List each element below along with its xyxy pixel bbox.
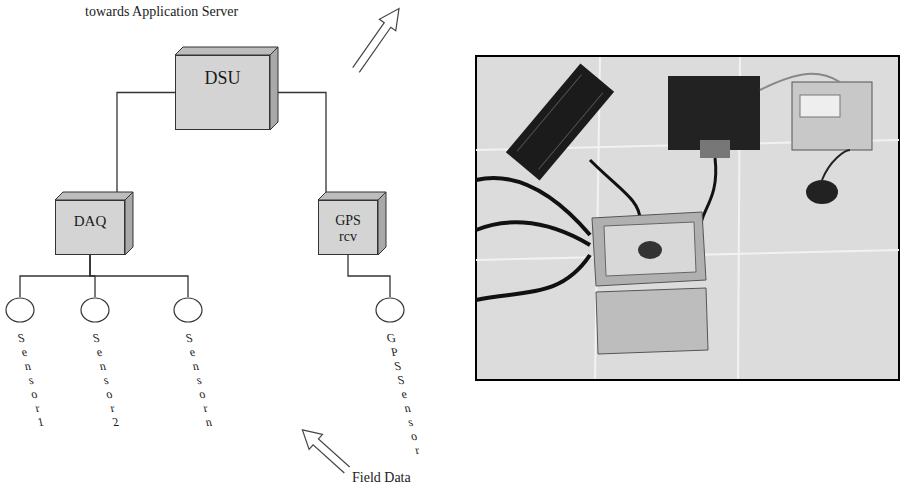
connector-line (117, 93, 175, 193)
connector-line (348, 255, 390, 297)
sensor-label: Sensor 1 (15, 331, 47, 429)
sensor-label: Sensor 2 (90, 331, 122, 429)
sensor-outline (173, 297, 203, 323)
connector-line (20, 255, 90, 297)
sensor-outline (80, 297, 110, 323)
sensor-outline (5, 297, 35, 323)
sensor-circle: Sensor 1 (5, 297, 35, 323)
box-label: DSU (204, 68, 240, 89)
direction-label: Field Data (352, 470, 411, 486)
box-side-face (378, 192, 386, 255)
connector-line (278, 93, 326, 193)
connector-line (90, 255, 188, 297)
sensor-label: GPS Sensor (385, 331, 423, 457)
box-top-face (55, 192, 133, 200)
double-arrow-field (296, 422, 354, 477)
daq-box: DAQ (55, 200, 125, 255)
photo (476, 56, 899, 380)
receiver-box: GPS rcv (318, 200, 378, 255)
box-side-face (270, 47, 278, 130)
double-arrow-up (348, 3, 407, 76)
box-label: GPS rcv (325, 213, 371, 245)
box-label: DAQ (74, 213, 107, 230)
server-unit-box: DSU (175, 55, 270, 130)
box-top-face (175, 47, 278, 55)
sensor-circle: Sensor n (173, 297, 203, 323)
sensor-circle: Sensor 2 (80, 297, 110, 323)
direction-label: towards Application Server (85, 4, 238, 20)
sensor-circle: GPS Sensor (375, 297, 405, 323)
box-side-face (125, 192, 133, 255)
sensor-outline (375, 297, 405, 323)
sensor-label: Sensor n (183, 331, 215, 429)
box-top-face (318, 192, 386, 200)
